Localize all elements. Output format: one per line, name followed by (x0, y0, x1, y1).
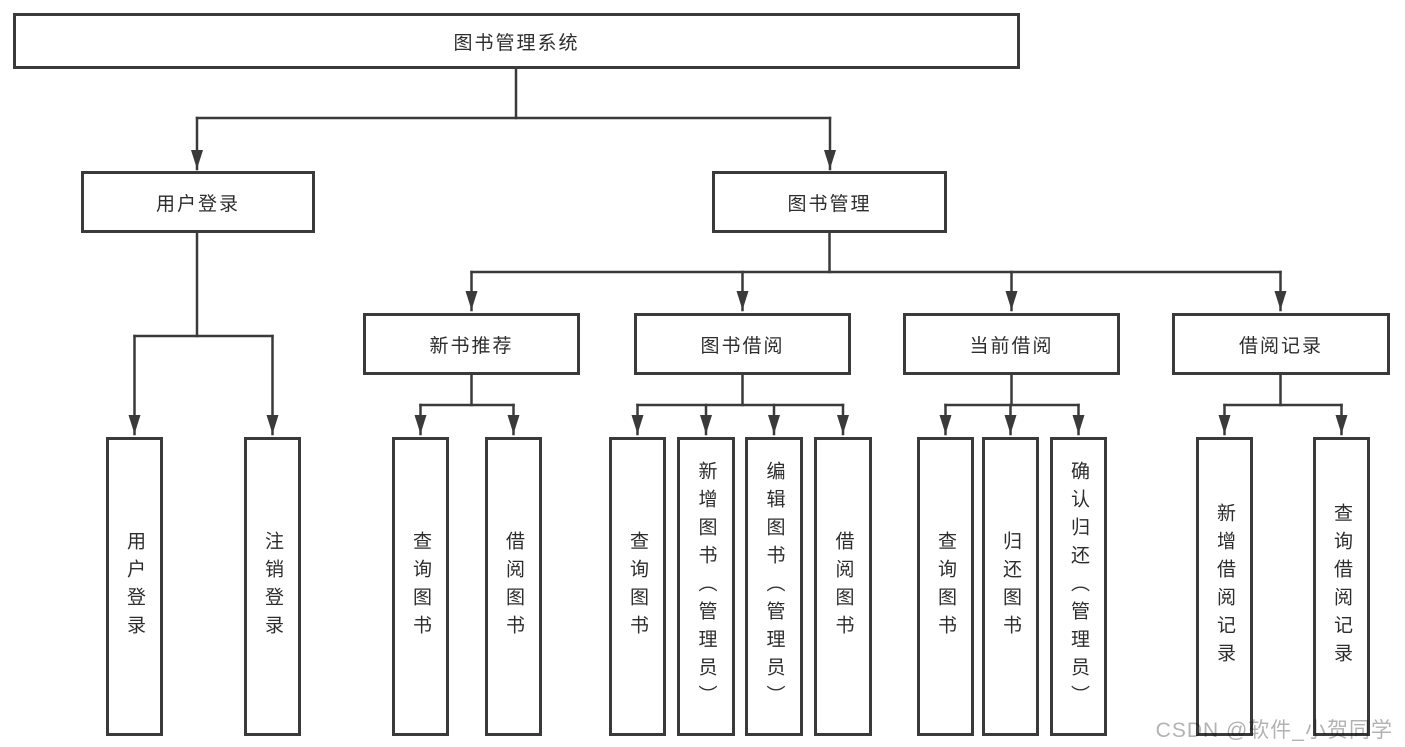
leaf-add-books-admin: 新增图书（管理员） (677, 437, 735, 736)
node-label: 图书管理系统 (453, 32, 580, 54)
node-borrowing-records: 借阅记录 (1172, 313, 1390, 375)
node-label: 图书管理 (787, 193, 872, 215)
node-label: 借阅记录 (1238, 335, 1323, 357)
node-new-book-recommendation: 新书推荐 (363, 313, 580, 375)
node-label: 查询图书 (627, 530, 648, 643)
node-label: 新增借阅记录 (1214, 502, 1235, 671)
node-label: 用户登录 (124, 530, 145, 643)
node-book-borrowing: 图书借阅 (634, 313, 851, 375)
node-label: 查询图书 (410, 530, 431, 643)
node-book-management: 图书管理 (712, 171, 947, 233)
node-user-login: 用户登录 (81, 171, 315, 233)
node-library-management-system: 图书管理系统 (13, 13, 1020, 69)
leaf-confirm-return-admin: 确认归还（管理员） (1050, 437, 1107, 736)
leaf-query-borrow-record: 查询借阅记录 (1313, 437, 1370, 736)
node-label: 编辑图书（管理员） (763, 460, 785, 713)
node-label: 新书推荐 (429, 335, 514, 357)
node-label: 借阅图书 (832, 530, 854, 643)
leaf-edit-books-admin: 编辑图书（管理员） (745, 437, 803, 736)
leaf-return-books: 归还图书 (982, 437, 1039, 736)
leaf-query-books-borrow: 查询图书 (609, 437, 666, 736)
node-label: 图书借阅 (700, 335, 785, 357)
leaf-query-books-current: 查询图书 (917, 437, 974, 736)
node-label: 新增图书（管理员） (695, 460, 717, 713)
node-label: 确认归还（管理员） (1068, 460, 1089, 713)
leaf-borrow-books: 借阅图书 (814, 437, 872, 736)
node-label: 注销登录 (262, 530, 283, 643)
node-label: 用户登录 (155, 193, 240, 215)
node-label: 归还图书 (1000, 530, 1021, 643)
leaf-user-login: 用户登录 (106, 437, 163, 736)
node-current-borrowing: 当前借阅 (903, 313, 1120, 375)
node-label: 查询借阅记录 (1331, 502, 1352, 671)
node-label: 借阅图书 (503, 530, 524, 643)
leaf-logout: 注销登录 (244, 437, 301, 736)
node-label: 查询图书 (935, 530, 956, 643)
node-label: 当前借阅 (969, 335, 1054, 357)
leaf-add-borrow-record: 新增借阅记录 (1196, 437, 1253, 736)
leaf-query-books-recommend: 查询图书 (392, 437, 449, 736)
watermark-text: CSDN @软件_小贺同学 (1155, 719, 1393, 742)
leaf-borrow-books-recommend: 借阅图书 (485, 437, 542, 736)
